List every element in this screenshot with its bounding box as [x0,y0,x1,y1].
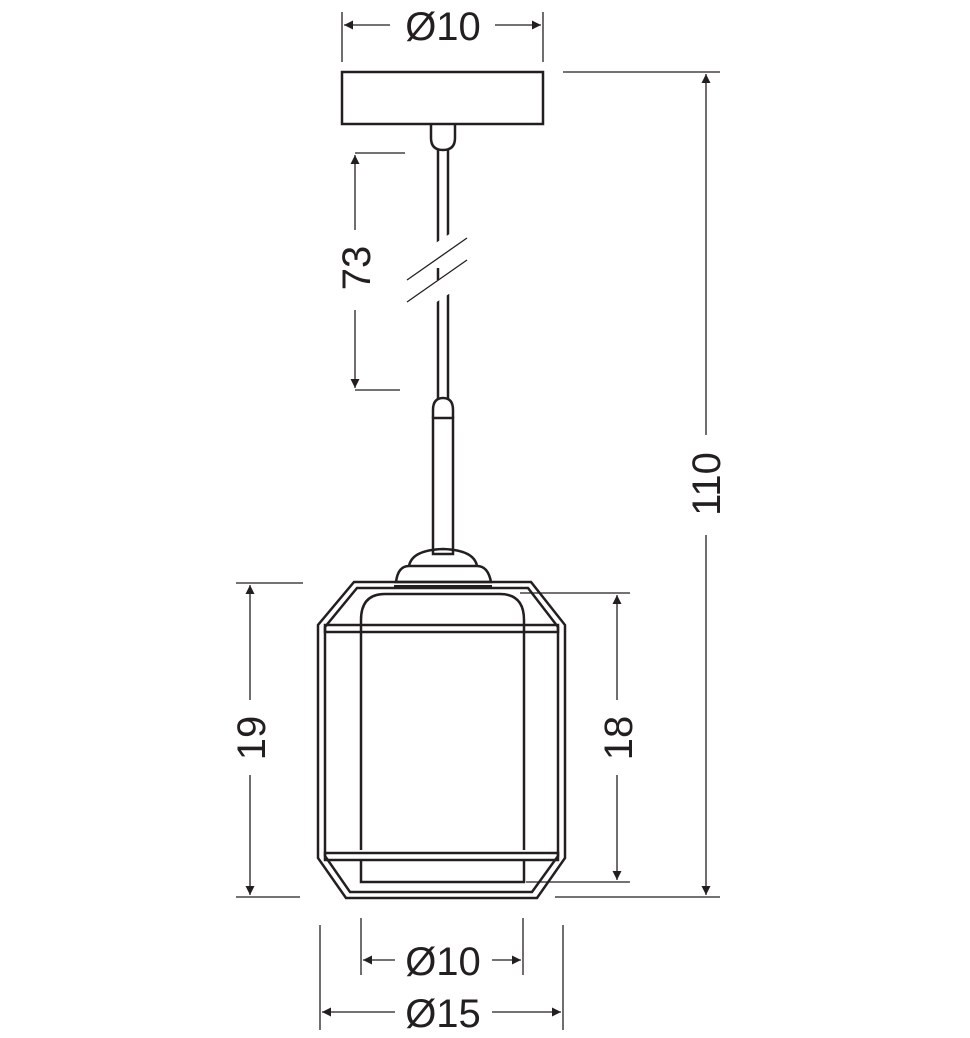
dimension-shade-diameter: Ø15 [319,925,564,1036]
label-shade-height: 19 [230,716,274,761]
label-inner-glass-height: 18 [597,716,641,761]
shade-frame [316,580,567,900]
label-inner-glass-diameter: Ø10 [405,940,481,984]
label-cord-length: 73 [335,246,379,291]
dimension-inner-glass-diameter: Ø10 [360,918,524,984]
canopy [340,70,545,126]
inner-glass [359,592,526,884]
cord [429,124,457,556]
label-shade-diameter: Ø15 [405,992,481,1036]
cord-break-mark [392,227,488,313]
dimension-canopy-diameter: Ø10 [341,5,544,62]
dimension-inner-glass-height: 18 [520,592,641,883]
dimension-cord-length: 73 [335,152,405,391]
label-canopy-diameter: Ø10 [405,5,481,49]
dimension-total-height: 110 [555,71,729,898]
dimension-shade-height: 19 [230,582,303,898]
label-total-height: 110 [685,452,729,516]
